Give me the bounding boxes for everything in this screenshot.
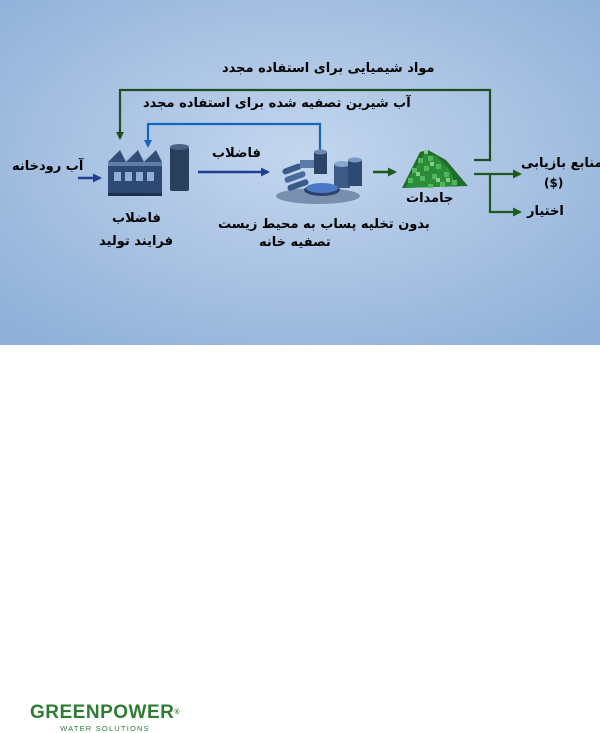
optional-arrow <box>488 174 522 217</box>
river-water-label: آب رودخانه <box>12 159 84 174</box>
fresh-water-reuse-line <box>144 122 322 152</box>
fresh-water-reuse-label: آب شیرین تصفیه شده برای استفاده مجدد <box>143 96 411 111</box>
factory-icon <box>108 144 189 196</box>
brand-tagline: WATER SOLUTIONS <box>60 724 150 733</box>
zero-discharge-label: بدون تخلیه پساب به محیط زیست <box>218 217 430 232</box>
chemicals-reuse-label: مواد شیمیایی برای استفاده مجدد <box>222 61 435 76</box>
footer: GREENPOWER® WATER SOLUTIONS <box>0 345 600 733</box>
dollar-label: ($) <box>544 176 564 190</box>
production-process-label: فرایند تولید <box>99 234 174 249</box>
brand-name-row: GREENPOWER® <box>30 703 180 723</box>
solids-label: جامدات <box>406 191 454 206</box>
treatment-plant-icon <box>276 149 362 204</box>
chemicals-reuse-line <box>116 88 492 162</box>
wastewater-arrow-label: فاضلاب <box>212 146 261 161</box>
treatment-plant-label: تصفیه خانه <box>259 235 331 250</box>
plant-wastewater-label: فاضلاب <box>112 211 161 226</box>
solids-pile-icon <box>402 150 468 188</box>
diagram-canvas: مواد شیمیایی برای استفاده مجدد آب شیرین … <box>0 0 600 345</box>
flow-diagram <box>0 0 600 345</box>
optional-label: اختیار <box>527 204 564 219</box>
brand-logo: GREENPOWER® WATER SOLUTIONS <box>30 703 180 733</box>
recoverable-resources-label: منابع بازیابی <box>521 156 600 171</box>
brand-name: GREENPOWER <box>30 702 175 723</box>
registered-mark: ® <box>174 709 181 716</box>
